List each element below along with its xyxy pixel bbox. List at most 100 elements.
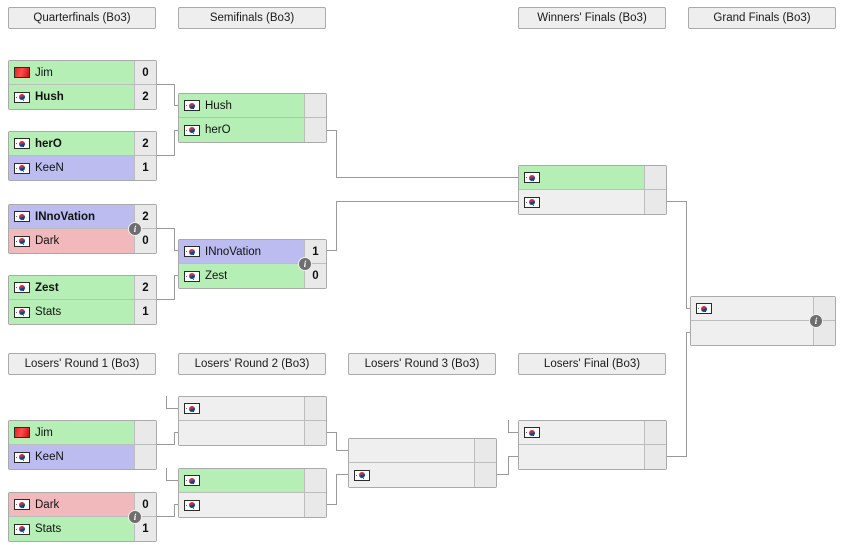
match-losers-round-1-b[interactable]: Dark 0 Stats 1 i: [8, 492, 157, 542]
player-cell: [519, 190, 644, 214]
score-cell: 2: [134, 205, 156, 228]
round-header-losers-final[interactable]: Losers' Final (Bo3): [518, 353, 666, 375]
round-header-losers-round-2[interactable]: Losers' Round 2 (Bo3): [178, 353, 326, 375]
match-row[interactable]: Stats 1: [9, 517, 156, 541]
player-cell: Hush: [9, 85, 134, 109]
match-row[interactable]: [519, 166, 666, 190]
round-header-losers-round-1[interactable]: Losers' Round 1 (Bo3): [8, 353, 156, 375]
player-name: INnoVation: [205, 245, 262, 258]
match-semifinal-1[interactable]: Hush herO: [178, 93, 327, 143]
player-cell: Stats: [9, 300, 134, 324]
match-quarterfinal-3[interactable]: INnoVation 2 Dark 0 i: [8, 204, 157, 254]
player-cell: [349, 439, 474, 462]
match-quarterfinal-1[interactable]: Jim 0 Hush 2: [8, 60, 157, 110]
connector: [686, 332, 690, 333]
player-name: Zest: [35, 281, 59, 294]
connector: [327, 250, 337, 251]
match-row[interactable]: Stats 1: [9, 300, 156, 324]
match-row[interactable]: [179, 397, 326, 421]
match-row[interactable]: [691, 321, 835, 345]
match-grand-finals[interactable]: i: [690, 296, 836, 346]
match-row[interactable]: [349, 463, 496, 487]
round-header-losers-round-3[interactable]: Losers' Round 3 (Bo3): [348, 353, 496, 375]
connector: [508, 432, 519, 433]
match-quarterfinal-2[interactable]: herO 2 KeeN 1: [8, 131, 157, 181]
player-cell: [519, 445, 644, 469]
player-cell: KeeN: [9, 156, 134, 180]
match-row[interactable]: [691, 297, 835, 321]
player-name: herO: [35, 137, 62, 150]
match-losers-round-3[interactable]: [348, 438, 497, 488]
match-row[interactable]: herO: [179, 118, 326, 142]
match-row[interactable]: [179, 493, 326, 517]
match-quarterfinal-4[interactable]: Zest 2 Stats 1: [8, 275, 157, 325]
match-row[interactable]: KeeN 1: [9, 156, 156, 180]
match-row[interactable]: Jim: [9, 421, 156, 445]
player-cell: Dark: [9, 493, 134, 516]
match-row[interactable]: [179, 469, 326, 493]
score-cell: [134, 445, 156, 469]
south-korea-flag-icon: [184, 270, 200, 282]
match-row[interactable]: [519, 190, 666, 214]
score-cell: [304, 118, 326, 142]
match-info-icon[interactable]: i: [298, 257, 312, 271]
match-row[interactable]: Hush: [179, 94, 326, 118]
player-name: KeeN: [35, 451, 64, 463]
player-cell: Dark: [9, 229, 134, 253]
connector: [174, 84, 175, 106]
match-row[interactable]: KeeN: [9, 445, 156, 469]
match-row[interactable]: [519, 421, 666, 445]
connector: [166, 396, 167, 409]
connector: [157, 299, 175, 300]
south-korea-flag-icon: [14, 306, 30, 318]
match-info-icon[interactable]: i: [128, 510, 142, 524]
connector: [166, 408, 179, 409]
match-losers-round-2-a[interactable]: [178, 396, 327, 446]
match-info-icon[interactable]: i: [809, 314, 823, 328]
score-cell: [644, 445, 666, 469]
match-losers-final[interactable]: [518, 420, 667, 470]
score-cell: 0: [134, 61, 156, 84]
connector: [174, 504, 179, 505]
round-header-winners-finals[interactable]: Winners' Finals (Bo3): [518, 7, 666, 29]
connector: [508, 420, 509, 433]
match-row[interactable]: INnoVation 1: [179, 240, 326, 264]
round-header-quarterfinals[interactable]: Quarterfinals (Bo3): [8, 7, 156, 29]
connector: [336, 201, 519, 202]
score-cell: [304, 421, 326, 445]
match-row[interactable]: [349, 439, 496, 463]
match-row[interactable]: Jim 0: [9, 61, 156, 85]
match-winners-finals[interactable]: [518, 165, 667, 215]
match-row[interactable]: [519, 445, 666, 469]
player-cell: [691, 321, 813, 345]
south-korea-flag-icon: [524, 172, 540, 183]
south-korea-flag-icon: [184, 246, 200, 257]
score-cell: [474, 463, 496, 487]
match-row[interactable]: Hush 2: [9, 85, 156, 109]
player-cell: Zest: [9, 276, 134, 299]
match-losers-round-1-a[interactable]: Jim KeeN: [8, 420, 157, 470]
match-info-icon[interactable]: i: [128, 222, 142, 236]
match-semifinal-2[interactable]: INnoVation 1 Zest 0 i: [178, 239, 327, 289]
south-korea-flag-icon: [524, 427, 540, 438]
score-cell: [644, 190, 666, 214]
round-header-semifinals[interactable]: Semifinals (Bo3): [178, 7, 326, 29]
score-cell: 0: [304, 264, 326, 288]
player-cell: Stats: [9, 517, 134, 541]
connector: [497, 474, 509, 475]
connector: [336, 177, 519, 178]
player-cell: [179, 493, 304, 517]
score-cell: [134, 421, 156, 444]
match-row[interactable]: [179, 421, 326, 445]
player-cell: Jim: [9, 61, 134, 84]
round-header-grand-finals[interactable]: Grand Finals (Bo3): [688, 7, 836, 29]
match-row[interactable]: herO 2: [9, 132, 156, 156]
match-row[interactable]: Zest 2: [9, 276, 156, 300]
score-cell: [304, 94, 326, 117]
south-korea-flag-icon: [524, 196, 540, 208]
match-losers-round-2-b[interactable]: [178, 468, 327, 518]
south-korea-flag-icon: [14, 211, 30, 222]
score-cell: 1: [304, 240, 326, 263]
score-cell: 1: [134, 300, 156, 324]
connector: [686, 201, 687, 308]
